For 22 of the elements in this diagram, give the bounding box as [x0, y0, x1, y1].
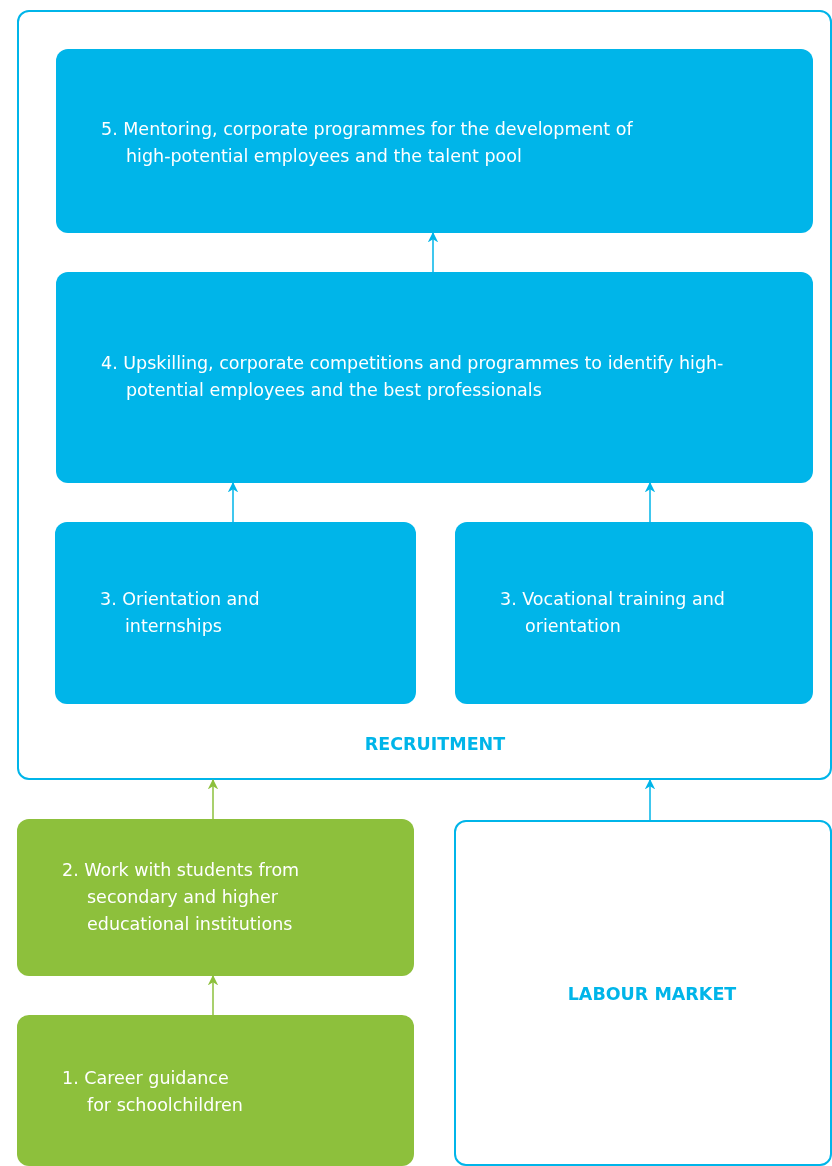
group-label: RECRUITMENT	[364, 734, 506, 754]
arrow	[207, 778, 219, 820]
process-box	[455, 522, 813, 704]
arrow	[207, 974, 219, 1016]
group-label: LABOUR MARKET	[567, 984, 737, 1004]
arrow	[427, 231, 439, 273]
group-frame	[454, 820, 832, 1166]
group-frame	[17, 10, 832, 780]
box-text: 1. Career guidance for schoolchildren	[62, 1067, 244, 1117]
box-text: 3. Vocational training and orientation	[500, 588, 725, 638]
process-box	[56, 49, 813, 233]
box-text: 2. Work with students from secondary and higher educational institutions	[62, 859, 301, 936]
arrow	[644, 481, 656, 523]
process-box	[56, 272, 813, 483]
arrow	[227, 481, 239, 523]
process-box	[17, 1015, 414, 1166]
box-text: 5. Mentoring, corporate programmes for the development of high-potential employees and the talent pool	[101, 118, 634, 168]
process-box	[17, 819, 414, 976]
box-text: 3. Orientation and internships	[100, 588, 261, 638]
process-box	[55, 522, 416, 704]
box-text: 4. Upskilling, corporate competitions and programmes to identify high-potential employees and the best professionals	[101, 352, 725, 402]
arrow	[644, 778, 656, 821]
